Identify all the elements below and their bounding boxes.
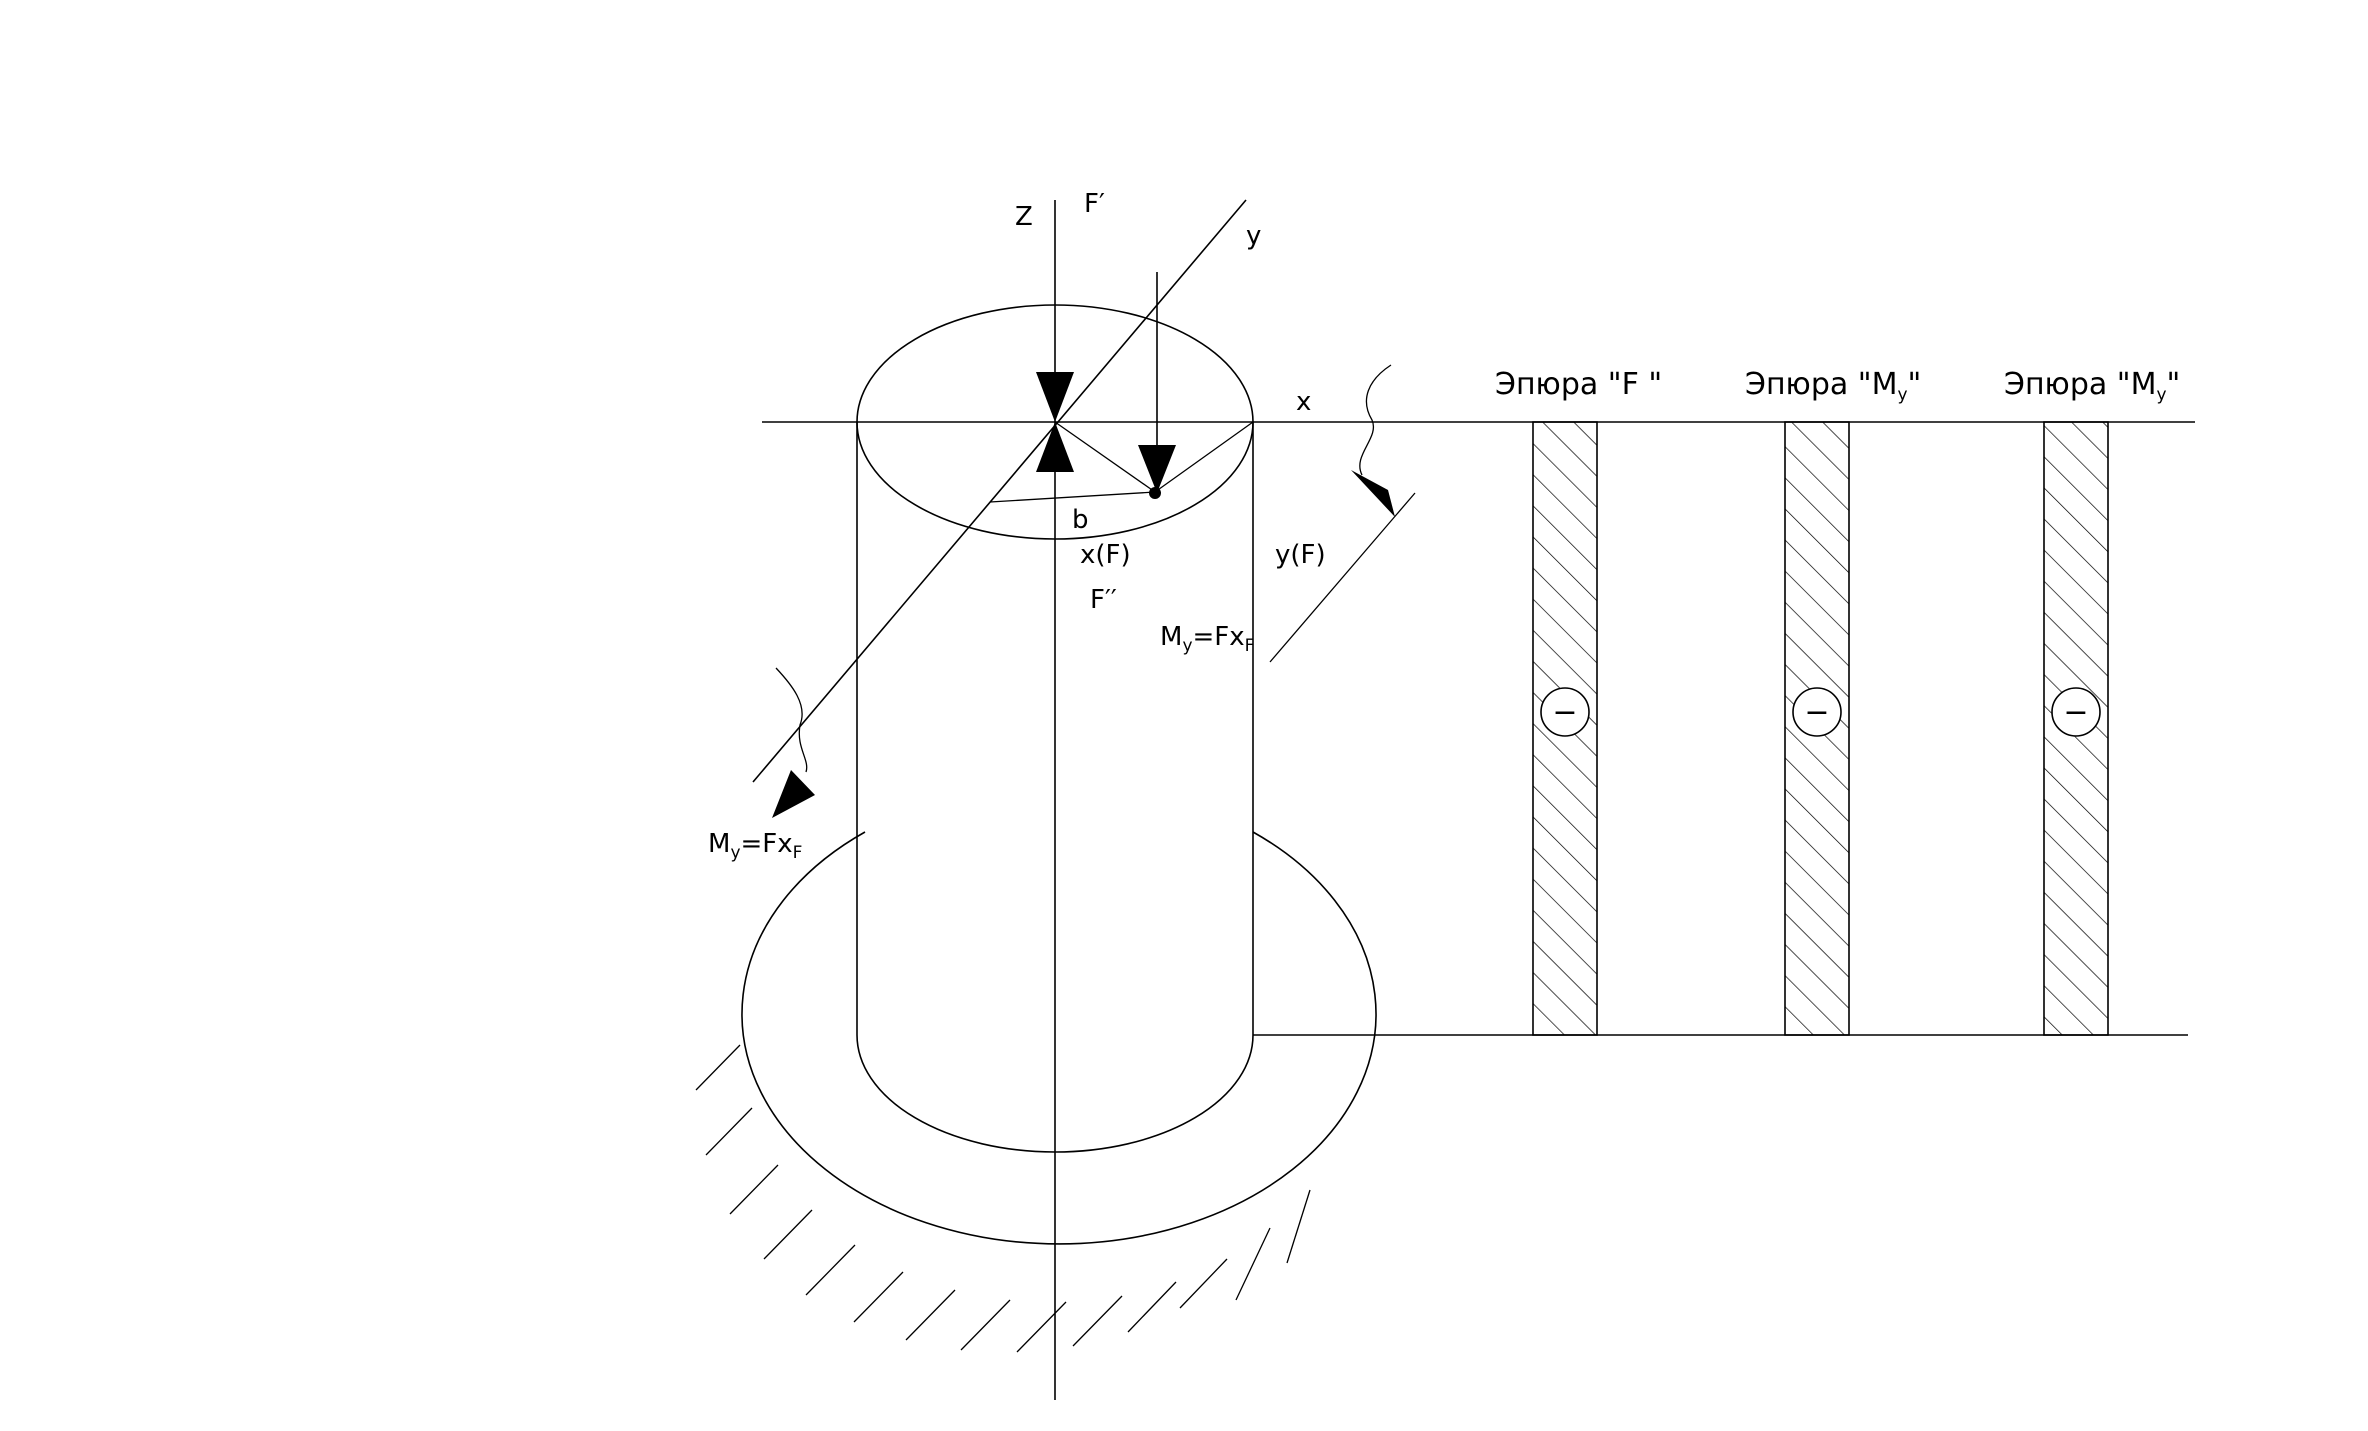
force-f-double-prime-arrow bbox=[1036, 422, 1074, 472]
load-point bbox=[1149, 487, 1161, 499]
top-face-construction bbox=[989, 421, 1254, 503]
force-f-prime-arrow bbox=[1036, 372, 1074, 422]
axis-x-label: x bbox=[1296, 387, 1311, 417]
diagram-f-title: Эпюра "F " bbox=[1495, 367, 1662, 402]
force-bottom-label: F′′ bbox=[1090, 585, 1117, 615]
ground-hatching bbox=[695, 1044, 1311, 1353]
y-of-f-label: y(F) bbox=[1275, 540, 1326, 570]
moment-right-leader bbox=[1269, 364, 1416, 663]
moment-right-label: My=FxF bbox=[1160, 622, 1254, 656]
column-base bbox=[741, 831, 1377, 1245]
diagram-f-sign: − bbox=[1552, 695, 1577, 730]
axis-z-label: Z bbox=[1015, 202, 1033, 232]
axis-y-label: y bbox=[1246, 221, 1261, 251]
diagram-my-1: Эпюра "My" − bbox=[1745, 367, 1921, 1036]
diagram-my-1-title: Эпюра "My" bbox=[1745, 367, 1921, 405]
diagram-my-2: Эпюра "My" − bbox=[2004, 367, 2180, 1036]
arm-b-label: b bbox=[1072, 505, 1089, 535]
x-of-f-label: x(F) bbox=[1080, 540, 1131, 570]
moment-left-label: My=FxF bbox=[708, 829, 802, 863]
force-top-label: F′ bbox=[1084, 189, 1105, 219]
moment-left-leader bbox=[772, 667, 815, 818]
diagram-my-2-sign: − bbox=[2063, 695, 2088, 730]
diagram-my-2-title: Эпюра "My" bbox=[2004, 367, 2180, 405]
diagram-my-1-sign: − bbox=[1804, 695, 1829, 730]
diagram-f: Эпюра "F " − bbox=[1495, 367, 1662, 1036]
eccentric-force-arrow bbox=[1138, 272, 1176, 493]
svg-text:My=FxF: My=FxF bbox=[708, 829, 802, 863]
svg-text:My=FxF: My=FxF bbox=[1160, 622, 1254, 656]
axis-y bbox=[752, 199, 1247, 783]
